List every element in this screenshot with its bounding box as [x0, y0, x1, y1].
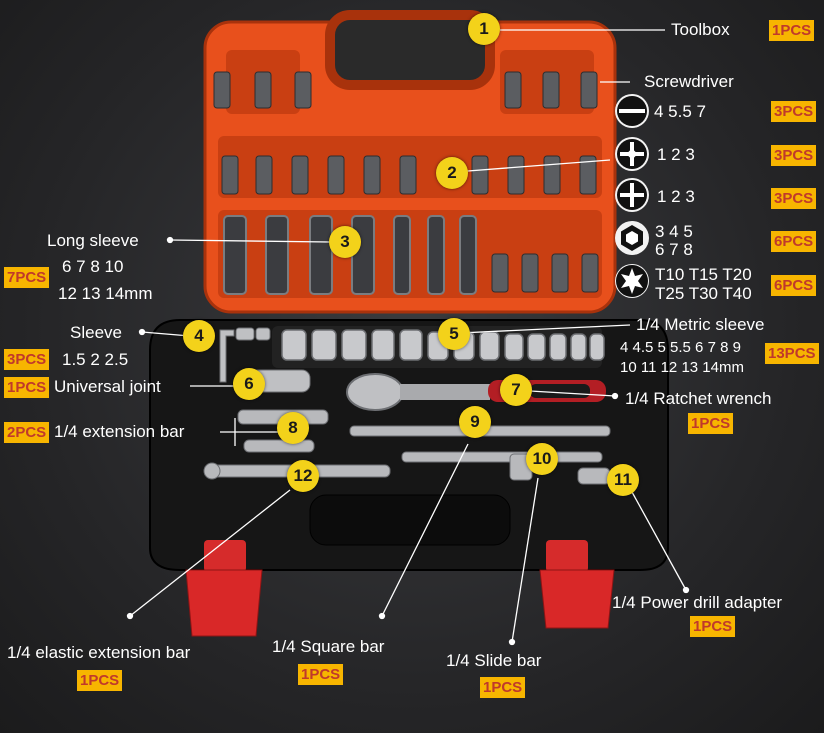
- metric-sleeve-sizes-line2: 10 11 12 13 14mm: [620, 359, 744, 376]
- phillips-bit-icon: [615, 137, 649, 171]
- long-sleeve-label: Long sleeve: [47, 231, 139, 250]
- callout-8: 8: [277, 412, 309, 444]
- sleeve-sizes: 1.5 2 2.5: [62, 350, 129, 369]
- callout-5: 5: [438, 318, 470, 350]
- callout-1: 1: [468, 13, 500, 45]
- torx-sizes-line2: T25 T30 T40: [655, 284, 752, 303]
- screwdriver-label: Screwdriver: [644, 72, 734, 91]
- phillips-qty-badge: 3PCS: [771, 145, 817, 166]
- slide-bar-label: 1/4 Slide bar: [446, 651, 542, 670]
- phillips-sizes: 1 2 3: [657, 145, 695, 164]
- metric-sleeve-sizes-line1: 4 4.5 5 5.5 6 7 8 9: [620, 339, 741, 356]
- callout-10: 10: [526, 443, 558, 475]
- slotted-bit-icon: [615, 94, 649, 128]
- pozidriv-sizes: 1 2 3: [657, 187, 695, 206]
- callout-3: 3: [329, 226, 361, 258]
- slotted-qty-badge: 3PCS: [771, 101, 817, 122]
- long-sleeve-sizes-line1: 6 7 8 10: [62, 257, 124, 276]
- bits-lower-row: [491, 253, 599, 293]
- power-drill-adapter-label: 1/4 Power drill adapter: [612, 593, 783, 612]
- torx-qty-badge: 6PCS: [771, 275, 817, 296]
- callout-11: 11: [607, 464, 639, 496]
- torx-bit-icon: [615, 264, 649, 298]
- pozidriv-qty-badge: 3PCS: [771, 188, 817, 209]
- sleeve-qty-badge: 3PCS: [4, 349, 50, 370]
- elastic-extension-bar-qty-badge: 1PCS: [77, 670, 123, 691]
- callout-2: 2: [436, 157, 468, 189]
- small-sleeves: [219, 327, 271, 383]
- callout-12: 12: [287, 460, 319, 492]
- metric-sleeve-label: 1/4 Metric sleeve: [636, 315, 765, 334]
- callout-7: 7: [500, 374, 532, 406]
- elastic-extension-bar-label: 1/4 elastic extension bar: [7, 643, 191, 662]
- case-latches: [185, 540, 615, 637]
- leader-lines: [126, 29, 690, 646]
- hex-qty-badge: 6PCS: [771, 231, 817, 252]
- long-sleeve-sizes-line2: 12 13 14mm: [58, 284, 153, 303]
- toolbox-label: Toolbox: [671, 20, 730, 39]
- universal-joint-label: Universal joint: [54, 377, 161, 396]
- power-drill-adapter-qty-badge: 1PCS: [690, 616, 736, 637]
- sleeve-label: Sleeve: [70, 323, 122, 342]
- hex-sizes-line1: 3 4 5: [655, 222, 693, 241]
- ratchet-wrench-label: 1/4 Ratchet wrench: [625, 389, 772, 408]
- callout-6: 6: [233, 368, 265, 400]
- callout-9: 9: [459, 406, 491, 438]
- slotted-sizes: 4 5.5 7: [654, 102, 706, 121]
- square-bar-label: 1/4 Square bar: [272, 637, 385, 656]
- bits-top-row: [213, 71, 598, 109]
- extension-bar-label: 1/4 extension bar: [54, 422, 185, 441]
- extension-bar-qty-badge: 2PCS: [4, 422, 50, 443]
- ratchet-wrench-qty-badge: 1PCS: [688, 413, 734, 434]
- pozidriv-bit-icon: [615, 178, 649, 212]
- metric-sleeve-qty-badge: 13PCS: [765, 343, 819, 364]
- bits-middle-row: [221, 155, 597, 195]
- hex-sizes-line2: 6 7 8: [655, 240, 693, 259]
- long-sleeve-qty-badge: 7PCS: [4, 267, 50, 288]
- torx-sizes-line1: T10 T15 T20: [655, 265, 752, 284]
- hex-bit-icon: [615, 221, 649, 255]
- universal-joint-qty-badge: 1PCS: [4, 377, 50, 398]
- toolbox-qty-badge: 1PCS: [769, 20, 815, 41]
- square-bar-qty-badge: 1PCS: [298, 664, 344, 685]
- slide-bar-qty-badge: 1PCS: [480, 677, 526, 698]
- callout-4: 4: [183, 320, 215, 352]
